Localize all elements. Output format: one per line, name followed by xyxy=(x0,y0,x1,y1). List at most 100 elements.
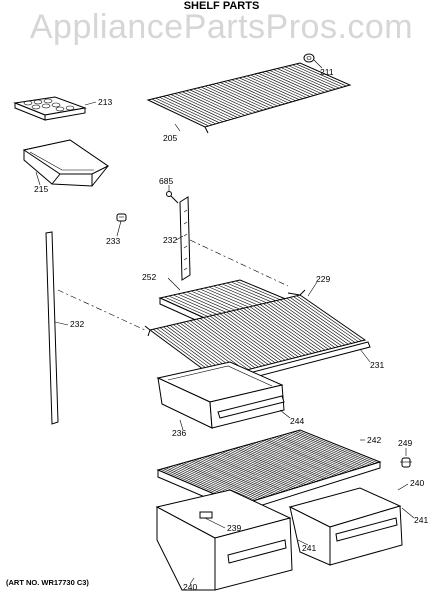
hatch-line xyxy=(206,316,272,364)
clip-249 xyxy=(400,457,412,468)
art-number: (ART NO. WR17730 C3) xyxy=(6,578,89,587)
callout-213: 213 xyxy=(98,97,112,107)
callout-252: 252 xyxy=(142,272,156,282)
hatch-line xyxy=(233,310,299,358)
diagram-title: SHELF PARTS xyxy=(183,0,260,12)
hatch-line xyxy=(232,448,314,483)
hatch-line xyxy=(258,441,340,475)
hatch-line xyxy=(253,442,335,477)
hatch-line xyxy=(254,73,307,98)
hatch-line xyxy=(246,307,312,354)
hatch-line xyxy=(223,312,289,360)
hatch-line xyxy=(196,458,279,494)
hatch-line xyxy=(237,447,320,482)
callout-233: 233 xyxy=(106,236,120,246)
callout-241-left: 241 xyxy=(302,543,316,553)
hatch-line xyxy=(159,96,217,125)
hatch-line xyxy=(268,438,350,472)
hatch-line xyxy=(209,315,276,364)
drawer-handle-244 xyxy=(217,395,285,419)
hatch-line xyxy=(246,75,300,100)
hatch-line xyxy=(273,300,339,348)
hatch-line xyxy=(188,460,271,496)
hatch-line xyxy=(183,321,249,370)
hatch-line xyxy=(243,307,309,355)
hatch-line xyxy=(230,449,312,484)
hatch-line xyxy=(226,311,292,359)
hatch-line xyxy=(292,64,343,88)
hatch-line xyxy=(288,65,340,89)
hatch-line xyxy=(199,318,266,366)
hatch-line xyxy=(265,71,318,95)
hatch-line xyxy=(208,84,264,111)
hatch-line xyxy=(189,320,256,369)
hatch-line xyxy=(292,431,373,465)
hatch-line xyxy=(217,452,299,488)
callout-241-right: 241 xyxy=(414,515,428,525)
hatch-line xyxy=(243,445,325,480)
hatch-line xyxy=(170,94,227,121)
leader-lines xyxy=(35,59,415,585)
hatch-line xyxy=(271,437,353,471)
hatch-line xyxy=(174,93,231,120)
hatch-line xyxy=(296,295,362,342)
callout-229: 229 xyxy=(316,274,330,284)
callout-232-right: 232 xyxy=(163,235,177,245)
hatch-line xyxy=(214,453,297,489)
hatch-line xyxy=(242,76,296,102)
hatch-line xyxy=(186,321,252,369)
hatch-line xyxy=(193,319,259,368)
hatch-line xyxy=(178,463,261,500)
hatch-line xyxy=(227,80,282,106)
hatch-line xyxy=(286,433,368,467)
clip-211 xyxy=(303,53,315,63)
hatch-line xyxy=(240,446,322,481)
hatch-line xyxy=(175,464,258,500)
hatch-line xyxy=(263,439,345,474)
hatch-line xyxy=(276,436,358,470)
hatch-line xyxy=(196,318,262,367)
hatch-line xyxy=(274,436,355,471)
hatch-line xyxy=(206,455,289,491)
hatch-line xyxy=(239,308,306,356)
hatch-line xyxy=(249,306,316,353)
hatch-line xyxy=(236,309,302,357)
hatch-line xyxy=(289,432,370,466)
shelf-rail-232-right xyxy=(179,196,191,281)
hatch-line xyxy=(266,439,348,473)
shelf-frame-229 xyxy=(144,289,367,379)
hatch-line xyxy=(269,70,322,94)
hatch-line xyxy=(294,431,376,464)
wire-shelf-205 xyxy=(146,62,352,134)
hatch-line xyxy=(250,74,303,99)
hatch-line xyxy=(296,63,347,87)
crisper-drawer-240-left xyxy=(155,489,293,591)
hatch-line xyxy=(256,304,322,352)
hatch-line xyxy=(201,457,284,492)
hatch-line xyxy=(216,83,271,109)
hatch-line xyxy=(186,461,269,497)
hatch-line xyxy=(239,77,293,103)
clip-233 xyxy=(116,213,127,222)
hatch-line xyxy=(166,95,224,123)
hatch-line xyxy=(284,66,336,90)
hatch-line xyxy=(231,79,285,105)
hatch-line xyxy=(279,299,346,346)
hatch-line xyxy=(253,305,319,353)
stop-239 xyxy=(199,511,213,519)
hatch-line xyxy=(259,304,326,351)
callout-labels: 211 213 205 215 685 233 232 232 252 229 … xyxy=(34,67,428,592)
hatch-line xyxy=(197,87,253,114)
hatch-line xyxy=(193,88,249,115)
egg-tray-213 xyxy=(13,96,87,121)
callout-685: 685 xyxy=(159,176,173,186)
crisper-drawer-240-right xyxy=(288,487,403,566)
hatch-line xyxy=(266,302,332,349)
hatch-line xyxy=(293,296,359,342)
hatch-line xyxy=(229,311,296,358)
hatch-line xyxy=(283,298,349,345)
watermark: AppliancePartsPros.com xyxy=(29,8,414,46)
shelf-rail-232-left xyxy=(45,231,59,425)
callout-244: 244 xyxy=(290,416,304,426)
